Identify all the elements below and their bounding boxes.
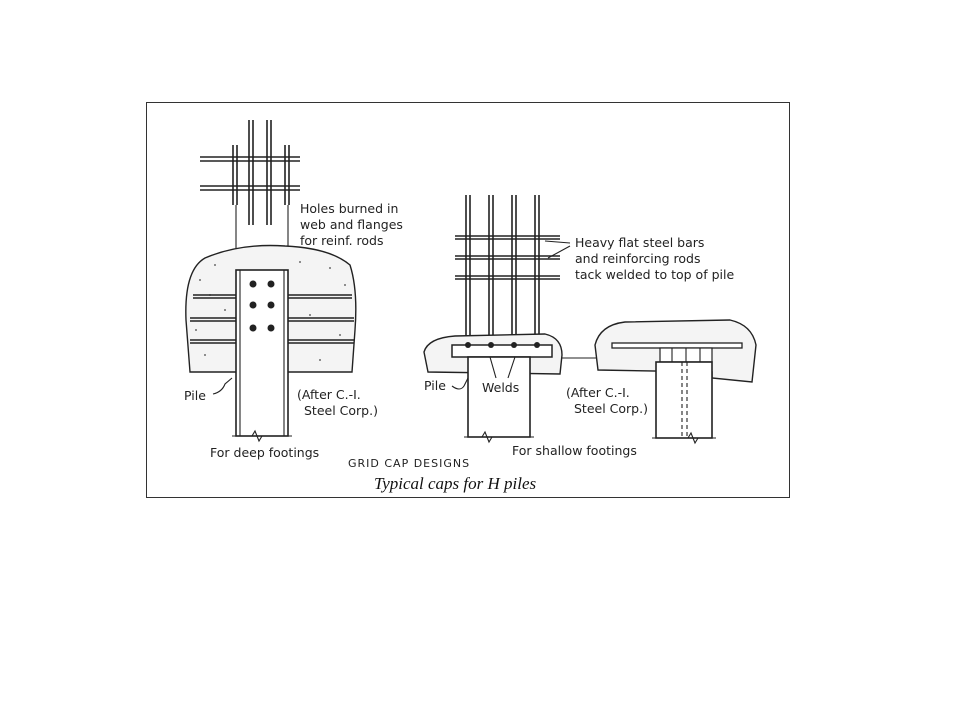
- pile-holes: [249, 280, 275, 332]
- svg-text:Holes burned in: Holes burned in: [300, 201, 398, 216]
- holes-label: Holes burned in web and flanges for rein…: [300, 201, 403, 248]
- grid-cap-designs-title: GRID CAP DESIGNS: [348, 457, 470, 470]
- svg-text:and reinforcing rods: and reinforcing rods: [575, 251, 701, 266]
- right-side-view: [594, 319, 757, 445]
- svg-text:Steel Corp.): Steel Corp.): [574, 401, 648, 416]
- shallow-footings-label: For shallow footings: [512, 443, 637, 458]
- pile-label-right: Pile: [424, 378, 446, 393]
- weld-beads: [465, 342, 540, 348]
- svg-text:web and flanges: web and flanges: [300, 217, 403, 232]
- after-label-left: (After C.-I. Steel Corp.): [297, 387, 378, 418]
- svg-text:tack welded to top of pile: tack welded to top of pile: [575, 267, 734, 282]
- middle-rebar-grid: [455, 195, 560, 345]
- shallow-footing-cap: [423, 195, 610, 444]
- welds-label: Welds: [482, 380, 519, 395]
- figure-caption: Typical caps for H piles: [374, 474, 536, 493]
- right-h-pile: [655, 361, 713, 439]
- middle-h-pile: [467, 356, 531, 438]
- svg-text:Steel Corp.): Steel Corp.): [304, 403, 378, 418]
- pile-label-left: Pile: [184, 388, 206, 403]
- deep-footings-label: For deep footings: [210, 445, 319, 460]
- svg-text:(After C.-I.: (After C.-I.: [566, 385, 630, 400]
- svg-text:Heavy flat steel bars: Heavy flat steel bars: [575, 235, 704, 250]
- heavy-bars-label: Heavy flat steel bars and reinforcing ro…: [575, 235, 734, 282]
- left-h-pile: [235, 269, 289, 437]
- left-rebar-grid: [200, 120, 300, 225]
- after-label-right: (After C.-I. Steel Corp.): [566, 385, 648, 416]
- svg-text:(After C.-I.: (After C.-I.: [297, 387, 361, 402]
- deep-footing-cap: [185, 120, 357, 443]
- svg-text:for reinf. rods: for reinf. rods: [300, 233, 384, 248]
